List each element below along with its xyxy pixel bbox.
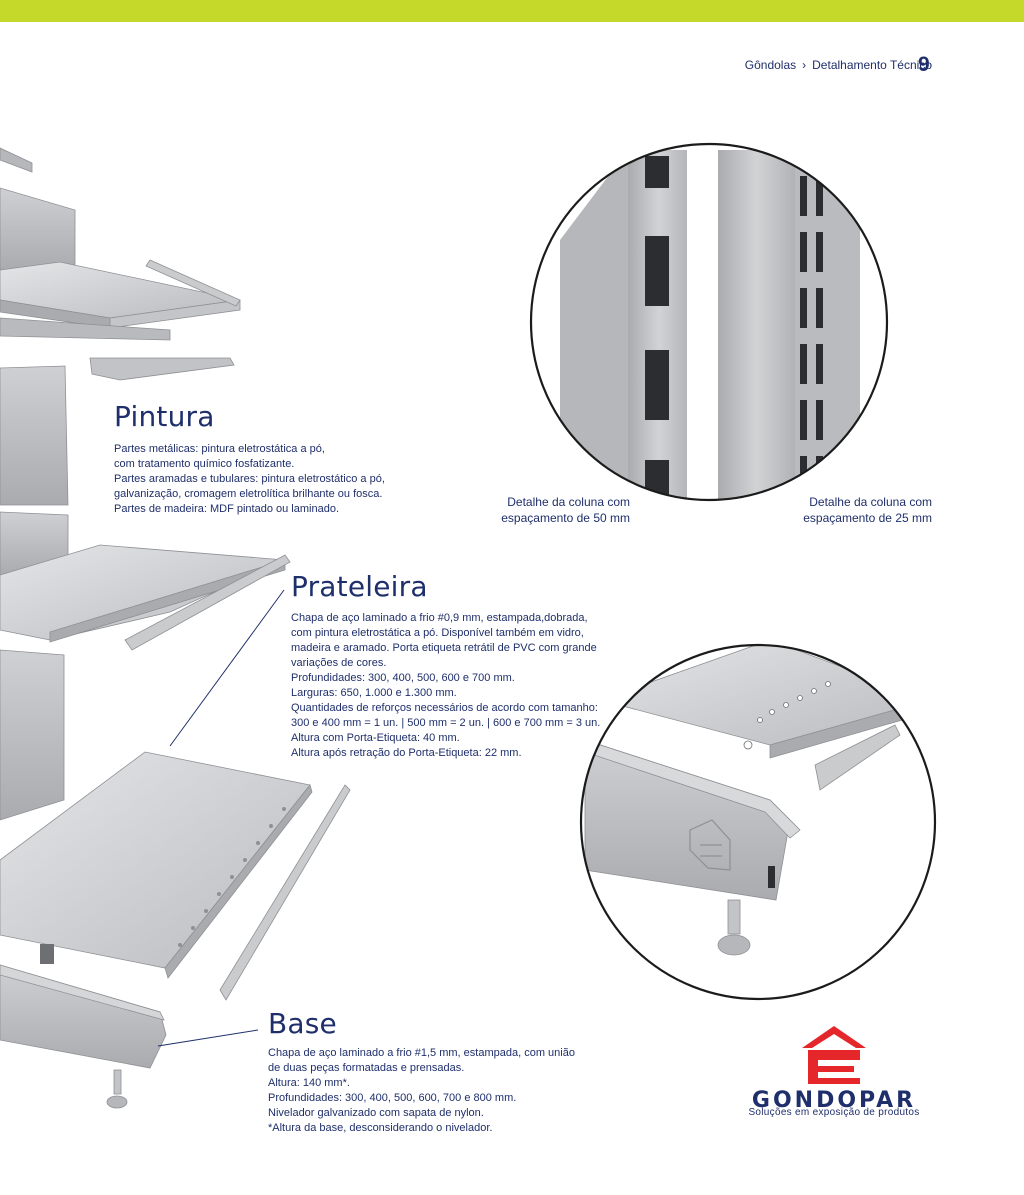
column-detail-circle	[529, 142, 889, 502]
base-line: Profundidades: 300, 400, 500, 600, 700 e…	[268, 1092, 517, 1104]
breadcrumb-page: Detalhamento Técnico	[812, 58, 932, 72]
base-body: Chapa de aço laminado a frio #1,5 mm, es…	[268, 1046, 575, 1136]
caption-line: Detalhe da coluna com	[809, 495, 932, 509]
page-number: 9	[918, 53, 930, 76]
logo-tagline: Soluções em exposição de produtos	[748, 1107, 920, 1118]
breadcrumb: Gôndolas › Detalhamento Técnico	[745, 58, 932, 72]
column-caption-25mm: Detalhe da coluna com espaçamento de 25 …	[780, 494, 932, 526]
prateleira-body: Chapa de aço laminado a frio #0,9 mm, es…	[291, 611, 600, 761]
prateleira-line: Quantidades de reforços necessários de a…	[291, 702, 598, 714]
top-accent-bar	[0, 0, 1024, 22]
base-line: Chapa de aço laminado a frio #1,5 mm, es…	[268, 1047, 575, 1059]
pintura-line: Partes metálicas: pintura eletrostática …	[114, 443, 325, 455]
pintura-line: Partes aramadas e tubulares: pintura ele…	[114, 473, 385, 485]
pintura-body: Partes metálicas: pintura eletrostática …	[114, 442, 385, 517]
logo-name: GONDOPAR	[751, 1088, 917, 1113]
base-line: Altura: 140 mm*.	[268, 1077, 350, 1089]
prateleira-line: 300 e 400 mm = 1 un. | 500 mm = 2 un. | …	[291, 717, 601, 729]
gondopar-logo-mark-icon	[802, 1026, 866, 1084]
prateleira-title: Prateleira	[291, 570, 428, 603]
pintura-line: Partes de madeira: MDF pintado ou lamina…	[114, 503, 340, 515]
prateleira-line: Altura com Porta-Etiqueta: 40 mm.	[291, 732, 460, 744]
prateleira-line: madeira e aramado. Porta etiqueta retrát…	[291, 642, 597, 654]
prateleira-leader-line	[169, 589, 285, 747]
base-title: Base	[268, 1007, 337, 1040]
base-line: Nivelador galvanizado com sapata de nylo…	[268, 1107, 484, 1119]
caption-line: espaçamento de 25 mm	[803, 511, 932, 525]
prateleira-line: Chapa de aço laminado a frio #0,9 mm, es…	[291, 612, 588, 624]
prateleira-line: Profundidades: 300, 400, 500, 600 e 700 …	[291, 672, 515, 684]
pintura-line: com tratamento químico fosfatizante.	[114, 458, 295, 470]
caption-line: espaçamento de 50 mm	[501, 511, 630, 525]
base-leader-line	[157, 1029, 259, 1047]
base-line: *Altura da base, desconsiderando o nivel…	[268, 1122, 493, 1134]
prateleira-line: variações de cores.	[291, 657, 387, 669]
pintura-line: galvanização, cromagem eletrolítica bril…	[114, 488, 383, 500]
base-line: de duas peças formatadas e prensadas.	[268, 1062, 465, 1074]
base-shelf-detail-circle	[579, 643, 937, 1001]
breadcrumb-section: Gôndolas	[744, 58, 797, 72]
breadcrumb-separator: ›	[802, 58, 807, 72]
gondopar-logo: GONDOPAR Soluções em exposição de produt…	[734, 1026, 934, 1126]
column-caption-50mm: Detalhe da coluna com espaçamento de 50 …	[482, 494, 630, 526]
caption-line: Detalhe da coluna com	[507, 495, 630, 509]
prateleira-line: com pintura eletrostática a pó. Disponív…	[291, 627, 584, 639]
prateleira-line: Altura após retração do Porta-Etiqueta: …	[291, 747, 522, 759]
prateleira-line: Larguras: 650, 1.000 e 1.300 mm.	[291, 687, 457, 699]
left-gondola-parts	[0, 147, 351, 1109]
pintura-title: Pintura	[114, 400, 215, 433]
